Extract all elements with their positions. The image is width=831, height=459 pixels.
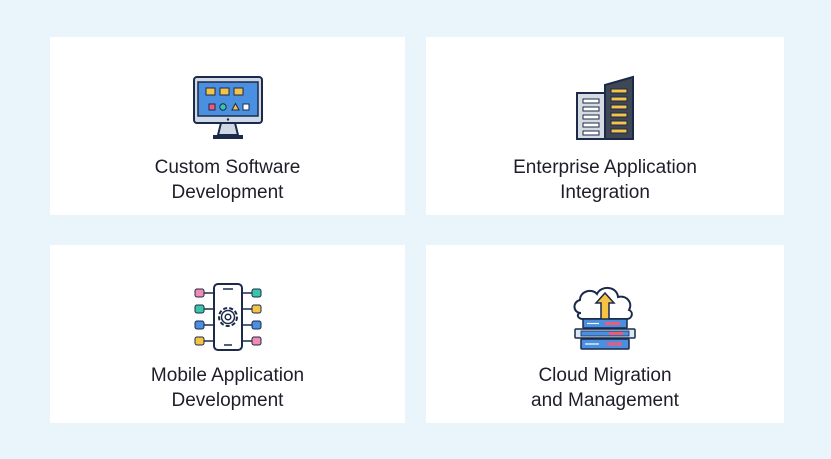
card-title-line1: Custom Software bbox=[154, 157, 301, 178]
card-title: Custom Software Development bbox=[50, 155, 405, 205]
card-title-line2: Integration bbox=[560, 182, 650, 203]
card-title-line1: Cloud Migration bbox=[538, 365, 672, 386]
card-title-line1: Enterprise Application bbox=[513, 157, 697, 178]
service-card-cloud-migration[interactable]: Cloud Migration and Management bbox=[426, 245, 784, 423]
service-card-mobile-app[interactable]: Mobile Application Development bbox=[50, 245, 405, 423]
service-card-enterprise-integration[interactable]: Enterprise Application Integration bbox=[426, 37, 784, 215]
card-title-line2: and Management bbox=[531, 390, 679, 411]
card-title-line2: Development bbox=[171, 182, 284, 203]
card-title: Cloud Migration and Management bbox=[426, 363, 784, 413]
enterprise-building-icon bbox=[567, 75, 643, 143]
cloud-migration-icon bbox=[567, 283, 643, 351]
service-card-custom-software[interactable]: Custom Software Development bbox=[50, 37, 405, 215]
desktop-computer-icon bbox=[190, 75, 266, 143]
card-title-line1: Mobile Application bbox=[150, 365, 305, 386]
card-title: Mobile Application Development bbox=[50, 363, 405, 413]
card-title: Enterprise Application Integration bbox=[426, 155, 784, 205]
card-title-line2: Development bbox=[171, 390, 284, 411]
mobile-app-icon bbox=[190, 283, 266, 351]
